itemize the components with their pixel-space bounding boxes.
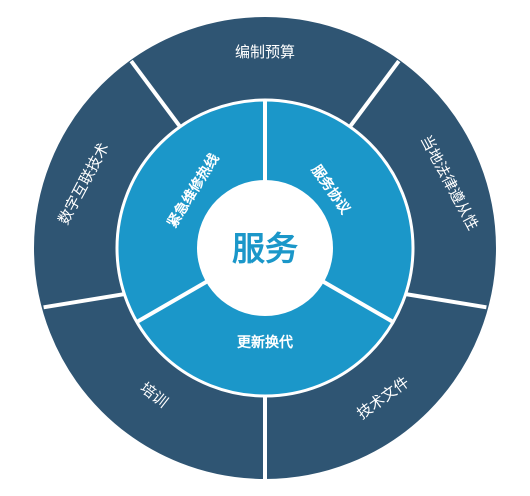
inner-label-upgrade: 更新换代	[237, 334, 293, 351]
center-circle	[197, 180, 333, 316]
outer-label-budgeting: 编制预算	[235, 43, 295, 61]
center-label: 服务	[232, 229, 298, 268]
